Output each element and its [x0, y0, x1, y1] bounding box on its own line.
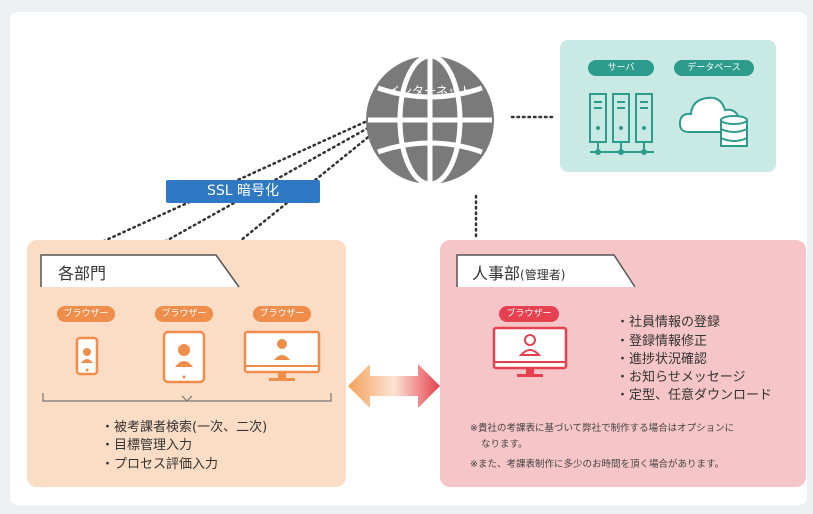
- database-label: データベース: [674, 60, 754, 76]
- department-feature-3: ・プロセス評価入力: [101, 457, 219, 472]
- browser-label-1: ブラウザー: [57, 306, 115, 322]
- tablet-icon: [162, 330, 206, 384]
- browser-label-3: ブラウザー: [253, 306, 311, 322]
- cloud-database-icon: [678, 96, 748, 147]
- hr-monitor-icon: [492, 326, 568, 377]
- server-icon: [589, 93, 654, 155]
- hr-note-2: なります。: [481, 439, 528, 450]
- departments-title: 各部門: [58, 264, 107, 283]
- hr-feature-2: ・登録情報修正: [616, 334, 708, 349]
- hr-note-1: ※貴社の考課表に基づいて弊社で制作する場合はオプションに: [470, 423, 735, 434]
- ssl-label: SSL 暗号化: [166, 180, 320, 203]
- hr-feature-5: ・定型、任意ダウンロード: [616, 388, 773, 403]
- hr-feature-3: ・進捗状況確認: [616, 352, 708, 367]
- hr-feature-4: ・お知らせメッセージ: [616, 370, 746, 385]
- hr-note-3: ※また、考課表制作に多少のお時間を頂く場合があります。: [470, 459, 725, 470]
- desktop-monitor-icon: [243, 330, 321, 381]
- hr-browser-label: ブラウザー: [499, 306, 559, 322]
- double-arrow-icon: [348, 364, 440, 408]
- hr-title: 人事部(管理者): [472, 260, 565, 284]
- globe-icon: [366, 53, 494, 187]
- department-feature-1: ・被考課者検索(一次、二次): [101, 420, 268, 435]
- hr-tab: [456, 254, 636, 288]
- hr-feature-1: ・社員情報の登録: [616, 315, 721, 330]
- hr-title-suffix: (管理者): [520, 268, 566, 282]
- server-label: サーバ: [588, 60, 654, 76]
- department-feature-2: ・目標管理入力: [101, 438, 193, 453]
- smartphone-icon: [75, 336, 99, 376]
- bracket-line: [42, 393, 332, 402]
- departments-tab: [40, 254, 240, 288]
- internet-label: インターネット: [387, 84, 472, 98]
- browser-label-2: ブラウザー: [155, 306, 213, 322]
- hr-title-main: 人事部: [472, 264, 521, 283]
